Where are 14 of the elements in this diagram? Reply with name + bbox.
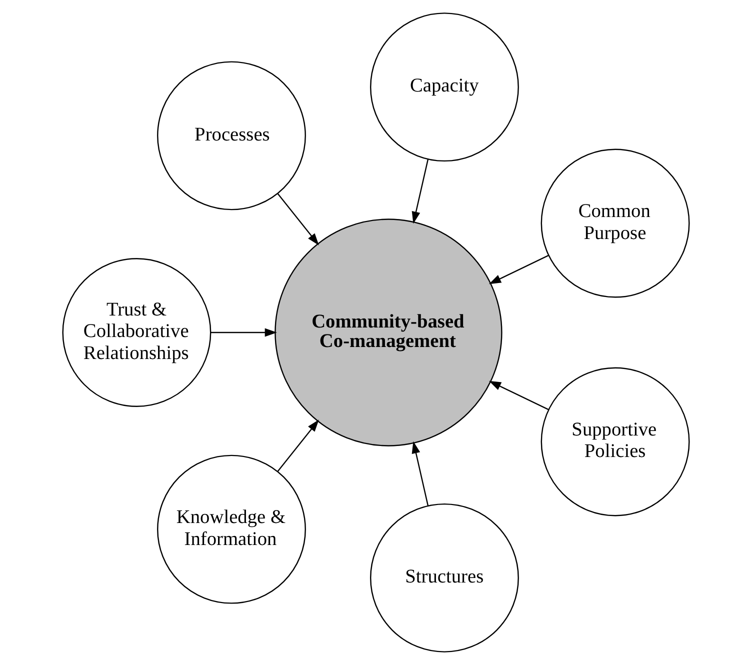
arrow (411, 159, 428, 224)
node-circle: Supportive Policies (540, 367, 690, 516)
node-circle: Capacity (370, 12, 518, 162)
arrow (276, 420, 318, 472)
arrow (411, 441, 428, 506)
arrow (488, 380, 548, 410)
arrow (276, 193, 318, 246)
node-circle: Knowledge & Information (156, 454, 306, 604)
node-circle: Trust & Collaborative Relationships (62, 258, 211, 407)
node-circle: Common Purpose (540, 148, 690, 298)
node-circle: Structures (370, 503, 518, 652)
arrow (210, 328, 276, 337)
node-circle: Processes (156, 61, 306, 210)
arrow (488, 254, 548, 284)
